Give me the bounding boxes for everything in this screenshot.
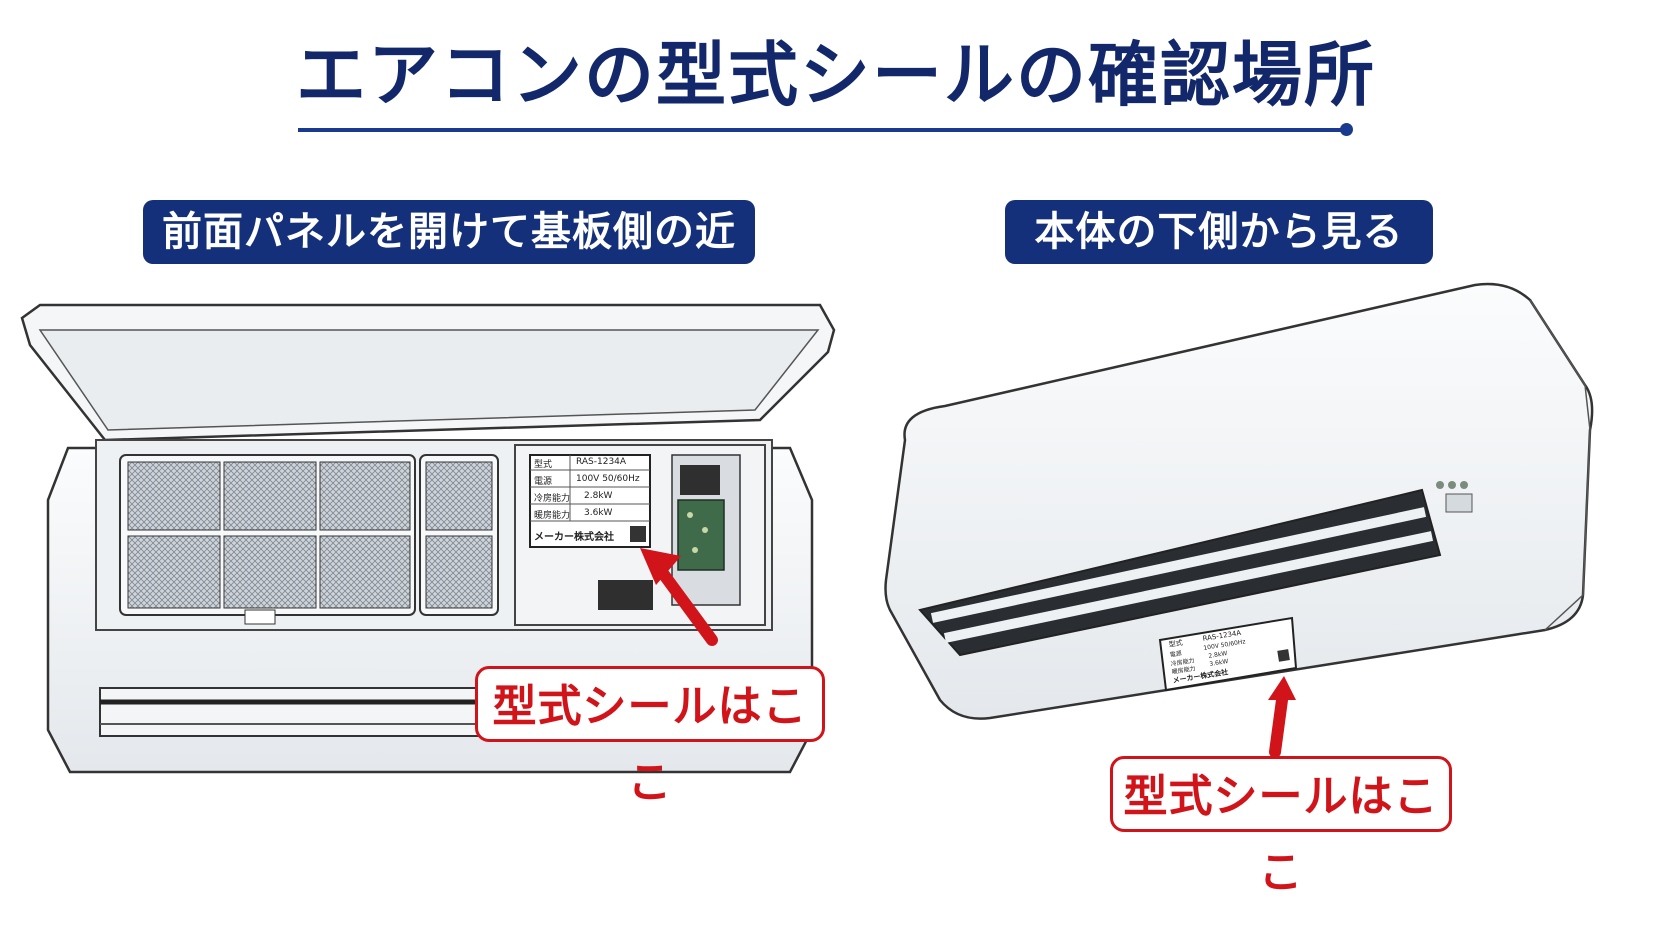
label-value-model: RAS-1234A	[576, 457, 627, 467]
page-title: エアコンの型式シールの確認場所	[296, 34, 1376, 116]
title-underline-dot	[1340, 123, 1353, 136]
arrow-to-label-left	[656, 566, 718, 646]
arrow-to-label-right	[1269, 694, 1288, 758]
label-key-model: 型式	[534, 460, 553, 470]
air-filters	[119, 454, 499, 625]
right-panel-heading: 本体の下側から見る	[1005, 200, 1433, 264]
label-maker: メーカー株式会社	[534, 532, 614, 543]
model-label-sticker-right	[1158, 616, 1298, 692]
label-value-power: 100V 50/60Hz	[576, 474, 640, 484]
label-key-power: 電源	[534, 477, 553, 487]
qr-code-icon	[630, 526, 646, 542]
label-key-cooling: 冷房能力	[534, 494, 571, 504]
callout-right: 型式シールはここ	[1110, 756, 1452, 898]
circuit-board	[677, 499, 725, 571]
label-key-heating: 暖房能力	[534, 511, 571, 521]
right-aircon-illustration	[884, 282, 1594, 758]
title-underline	[298, 128, 1346, 132]
qr-code-icon	[1277, 649, 1290, 662]
label-value-heating: 3.6kW	[584, 508, 613, 518]
label-value-cooling: 2.8kW	[584, 491, 613, 501]
callout-left: 型式シールはここ	[475, 666, 825, 808]
